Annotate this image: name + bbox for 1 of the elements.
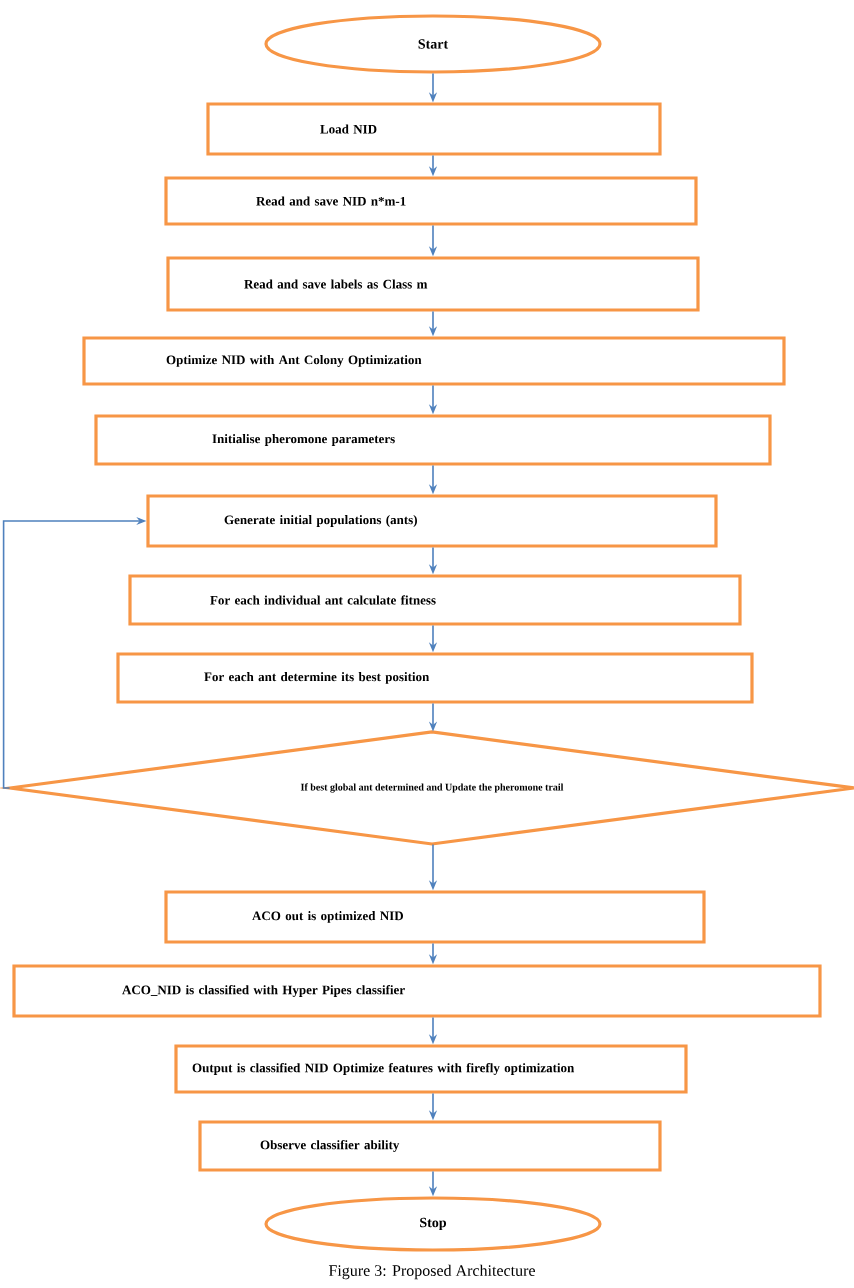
caption: Figure 3: Proposed Architecture <box>328 1264 535 1280</box>
